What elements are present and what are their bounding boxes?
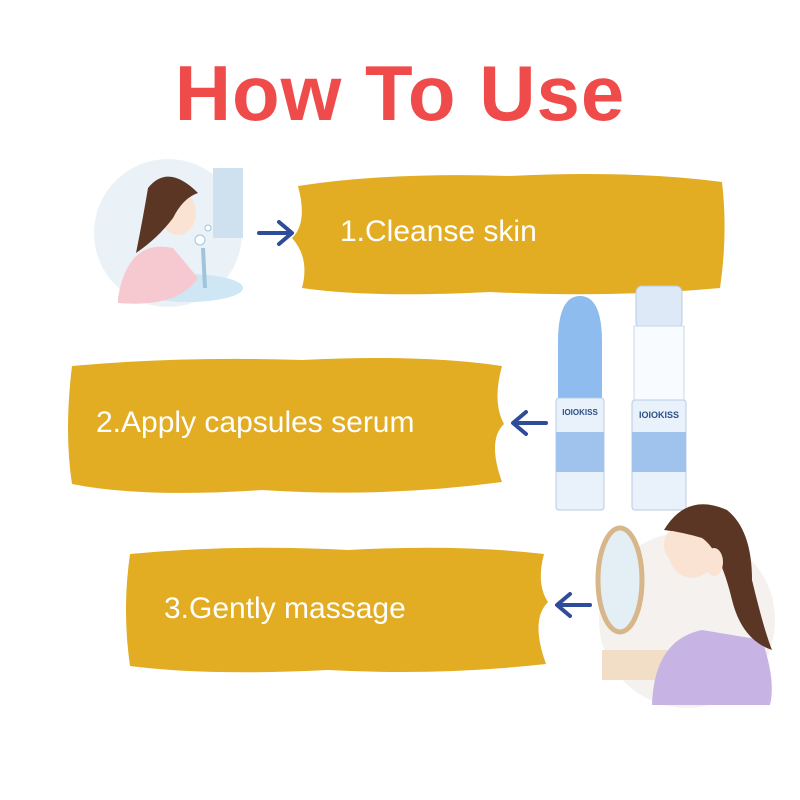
step-2-label: 2.Apply capsules serum	[96, 406, 415, 439]
page-title: How To Use	[174, 49, 626, 137]
step-1-card: 1.Cleanse skin	[290, 168, 730, 300]
arrow-right-icon	[257, 218, 297, 248]
step-3-label: 3.Gently massage	[164, 592, 406, 625]
product-brand-right: IOIOKISS	[638, 410, 679, 420]
arrow-left-icon	[508, 408, 548, 438]
step-2-card: 2.Apply capsules serum	[62, 352, 514, 500]
product-brand-left: IOIOKISS	[562, 408, 598, 417]
arrow-left-icon	[552, 590, 592, 620]
face-washing-illustration	[88, 158, 248, 308]
serum-stick-illustration: IOIOKISS IOIOKISS	[548, 282, 698, 518]
step-3-card: 3.Gently massage	[118, 540, 556, 678]
face-massage-illustration	[592, 490, 782, 710]
step-1-label: 1.Cleanse skin	[340, 215, 537, 248]
